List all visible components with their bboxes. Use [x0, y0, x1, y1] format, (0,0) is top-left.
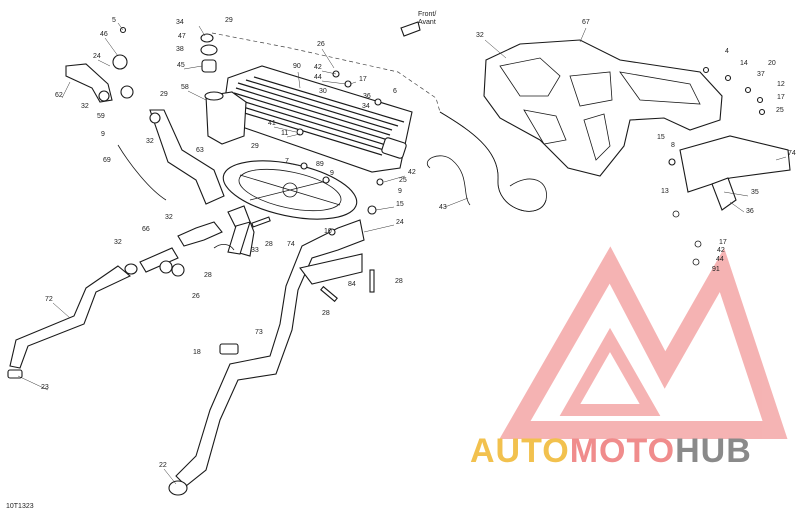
brand-part-auto: AUTO — [470, 432, 570, 470]
callout-26a: 26 — [317, 41, 325, 48]
callout-32a: 32 — [81, 103, 89, 110]
callout-17a: 17 — [359, 76, 367, 83]
callout-23: 23 — [41, 384, 49, 391]
callout-41: 41 — [268, 120, 276, 127]
front-label: Front/ Avant — [418, 11, 436, 27]
callout-36b: 36 — [746, 208, 754, 215]
callout-9a: 9 — [101, 131, 105, 138]
front-label-line: Front/ — [418, 11, 437, 18]
right-bracket — [672, 135, 791, 266]
callout-46: 46 — [100, 31, 108, 38]
brand-part-moto: MOTO — [569, 432, 676, 470]
long-lower-pipe — [168, 219, 365, 496]
lower-left-pipe — [7, 265, 132, 379]
callout-32b: 32 — [146, 138, 154, 145]
callout-32d: 32 — [114, 239, 122, 246]
callout-67: 67 — [582, 19, 590, 26]
callout-91: 91 — [712, 266, 720, 273]
callout-36: 36 — [363, 93, 371, 100]
callout-8: 8 — [671, 142, 675, 149]
callout-32e: 32 — [476, 32, 484, 39]
callout-35: 35 — [751, 189, 759, 196]
callout-28d: 28 — [322, 310, 330, 317]
upper-hoses — [65, 54, 225, 205]
callout-7: 7 — [285, 158, 289, 165]
callout-17c: 17 — [719, 239, 727, 246]
callout-11: 11 — [281, 130, 288, 137]
callout-69: 69 — [103, 157, 111, 164]
coolant-reservoir — [200, 33, 247, 145]
callout-28b: 28 — [204, 272, 212, 279]
callout-72: 72 — [45, 296, 53, 303]
brand-part-hub: HUB — [675, 432, 752, 470]
callout-6: 6 — [393, 88, 397, 95]
callout-24b: 24 — [396, 219, 404, 226]
callout-22: 22 — [159, 462, 167, 469]
callout-62: 62 — [55, 92, 63, 99]
middle-hoses — [124, 205, 255, 277]
callout-4: 4 — [725, 48, 729, 55]
callout-34: 34 — [176, 19, 184, 26]
callout-15b: 15 — [657, 134, 665, 141]
callout-14: 14 — [740, 60, 748, 67]
callout-13: 13 — [661, 188, 669, 195]
callout-42a: 42 — [314, 64, 322, 71]
watermark-brand: AUTOMOTOHUB — [470, 432, 752, 471]
callout-66: 66 — [142, 226, 150, 233]
callout-28c: 28 — [395, 278, 403, 285]
callout-37: 37 — [757, 71, 765, 78]
front-arrow-icon — [400, 21, 421, 37]
callout-32c: 32 — [165, 214, 173, 221]
leader-lines — [17, 22, 787, 485]
callout-90: 90 — [293, 63, 301, 70]
radiator-assembly — [217, 65, 413, 173]
callout-29b: 29 — [225, 17, 233, 24]
callout-9c: 9 — [398, 188, 402, 195]
callout-63: 63 — [196, 147, 204, 154]
callout-24a: 24 — [93, 53, 101, 60]
callout-84: 84 — [348, 281, 356, 288]
callout-29a: 29 — [160, 91, 168, 98]
callout-5: 5 — [112, 17, 116, 24]
watermark-logo — [499, 246, 788, 439]
fasteners — [119, 26, 766, 303]
callout-17b: 17 — [777, 94, 785, 101]
callout-74: 74 — [287, 241, 295, 248]
drawing-number: 10T1323 — [6, 503, 34, 510]
callout-42b: 42 — [408, 169, 416, 176]
callout-28a: 28 — [265, 241, 273, 248]
callout-58: 58 — [181, 84, 189, 91]
callout-42c: 42 — [717, 247, 725, 254]
callout-89: 89 — [316, 161, 324, 168]
callout-73: 73 — [255, 329, 263, 336]
callout-38: 38 — [176, 46, 184, 53]
front-label-line: Avant — [418, 19, 436, 26]
callout-20: 20 — [768, 60, 776, 67]
callout-25b: 25 — [776, 107, 784, 114]
callout-26b: 26 — [192, 293, 200, 300]
callout-47: 47 — [178, 33, 186, 40]
callout-12: 12 — [777, 81, 785, 88]
callout-9b: 9 — [330, 170, 334, 177]
callout-15a: 15 — [396, 201, 404, 208]
callout-74b: 74 — [788, 150, 796, 157]
callout-44b: 44 — [716, 256, 724, 263]
assembly-dashed-line — [211, 32, 441, 113]
callout-44: 44 — [314, 74, 322, 81]
callout-43: 43 — [439, 204, 447, 211]
callout-10: 10 — [324, 228, 332, 235]
callout-30: 30 — [319, 88, 327, 95]
callout-34b: 34 — [362, 103, 370, 110]
callout-29c: 29 — [251, 143, 259, 150]
callout-25a: 25 — [399, 177, 407, 184]
callout-59: 59 — [97, 113, 105, 120]
side-panel — [483, 39, 723, 177]
callout-33: 33 — [251, 247, 259, 254]
callout-45: 45 — [177, 62, 185, 69]
callout-18: 18 — [193, 349, 201, 356]
